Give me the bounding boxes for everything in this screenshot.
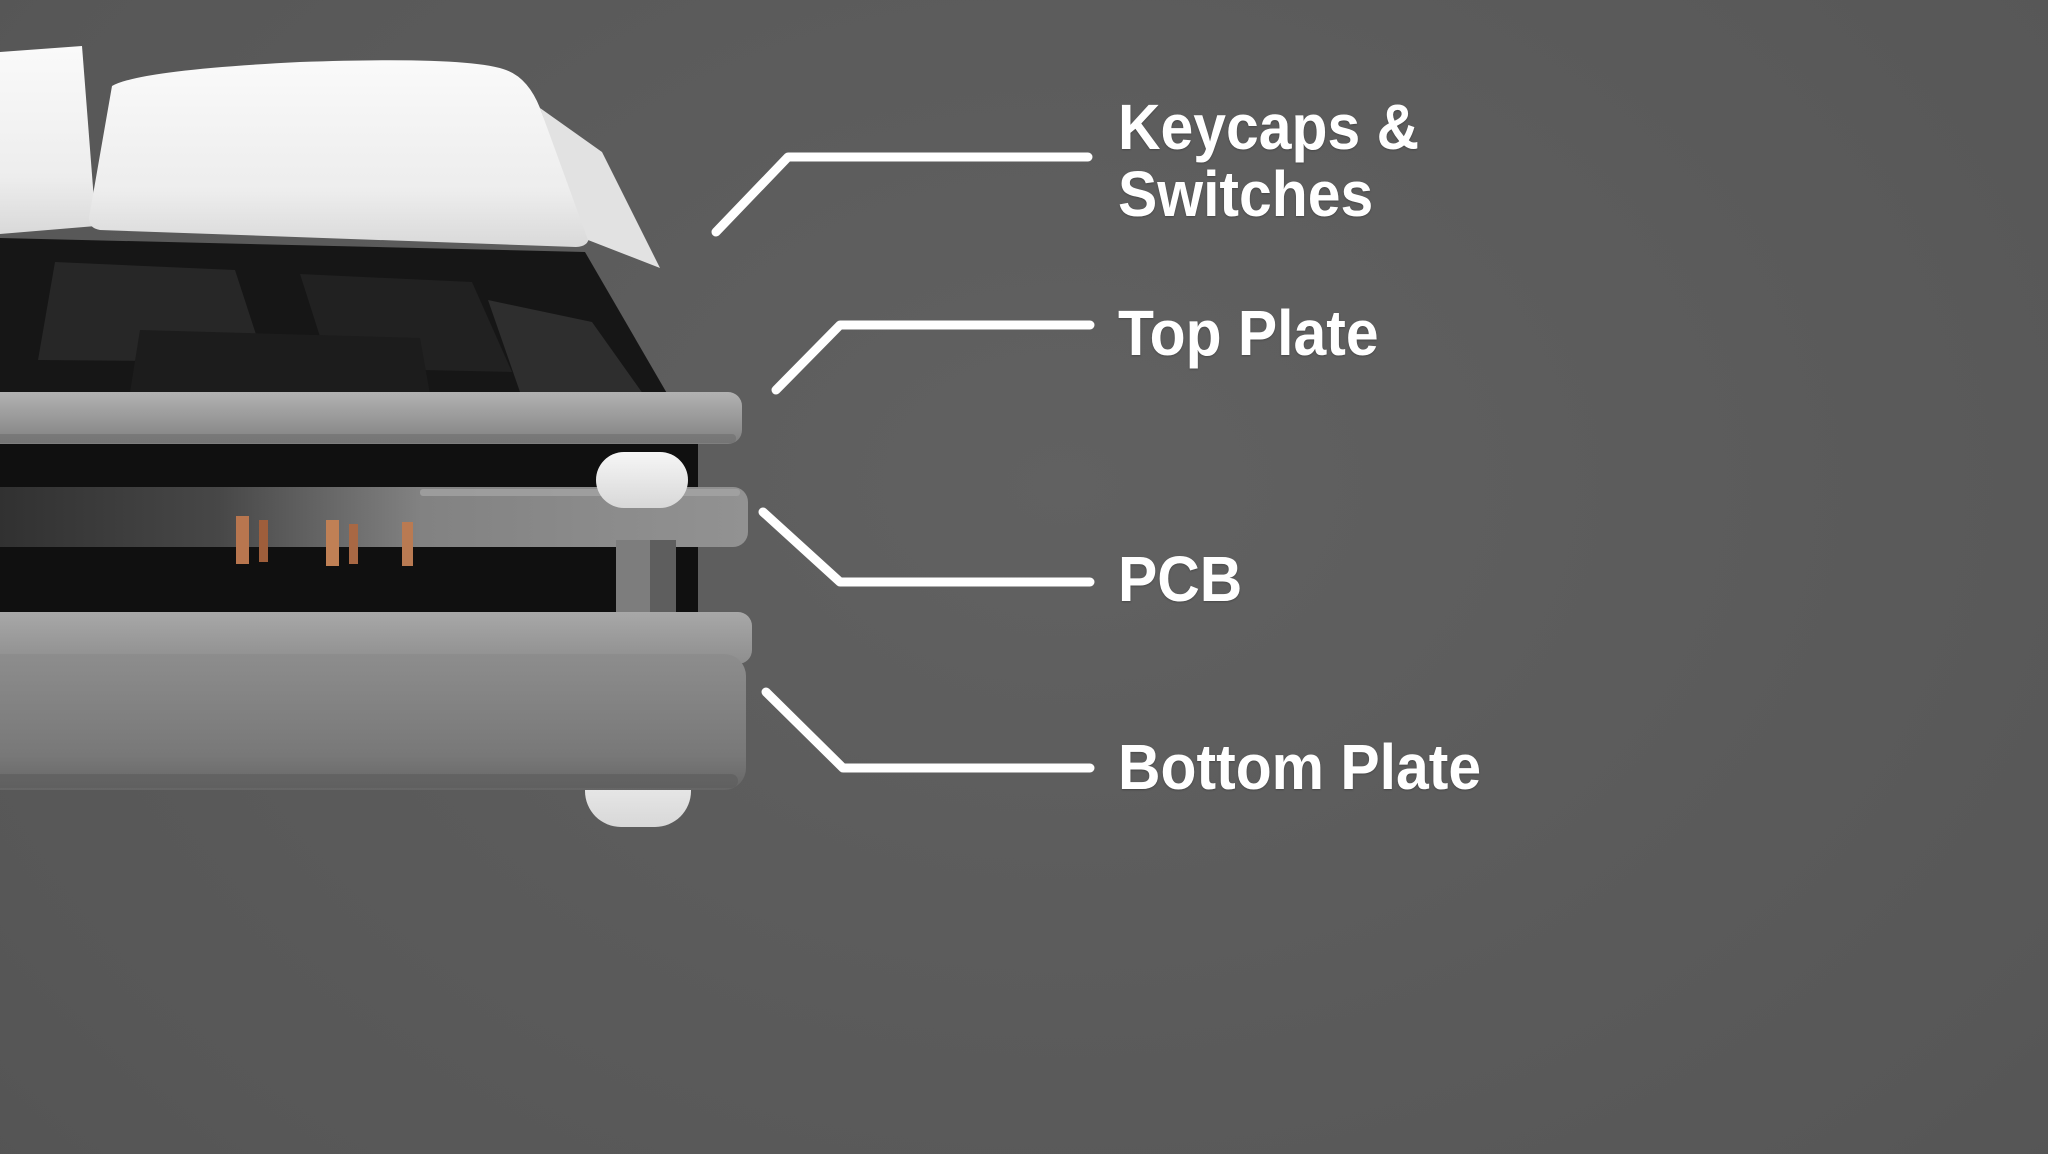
bottom-plate-illustration xyxy=(0,612,752,790)
label-top-plate: Top Plate xyxy=(1118,297,1379,369)
switches-illustration xyxy=(0,238,672,402)
callout-line-bottom-plate xyxy=(761,687,1095,773)
keycaps-illustration xyxy=(0,46,660,268)
label-bottom-plate: Bottom Plate xyxy=(1118,731,1482,803)
callout-line-pcb xyxy=(758,507,1095,587)
label-keycaps-switches: Keycaps & Switches xyxy=(1118,91,1420,231)
callout-line-top-plate xyxy=(771,320,1095,395)
rubber-foot-top xyxy=(596,452,688,508)
label-pcb: PCB xyxy=(1118,543,1243,615)
top-plate-illustration xyxy=(0,392,742,444)
copper-pins xyxy=(236,516,413,566)
callout-line-keycaps-switches xyxy=(711,152,1093,237)
